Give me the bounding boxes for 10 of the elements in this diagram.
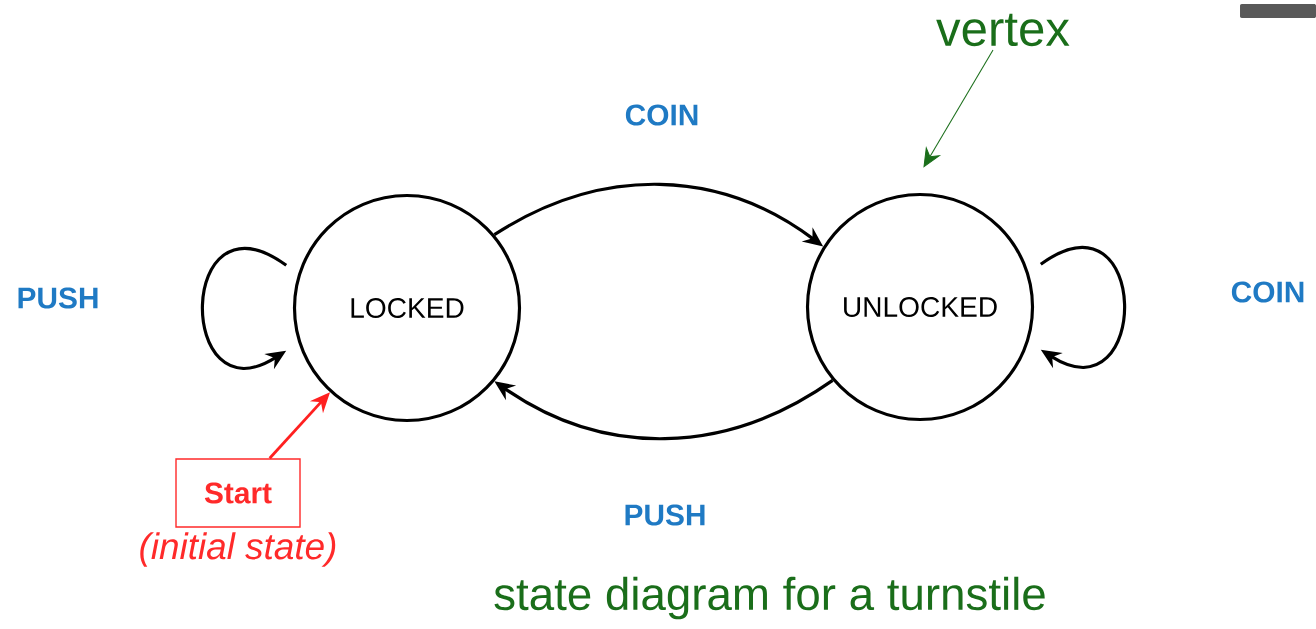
caption: state diagram for a turnstile [494,576,1045,620]
start-box: Start [175,458,301,528]
edge-label: PUSH [621,502,709,528]
vertex-label: vertex [936,13,1070,47]
edge-label: COIN [622,102,702,128]
arrow [1040,246,1127,369]
edge-label: PUSH [14,285,102,311]
edge-label: COIN [1228,279,1308,305]
leader-line [923,49,994,168]
beside-note: (initial state) [140,532,336,567]
